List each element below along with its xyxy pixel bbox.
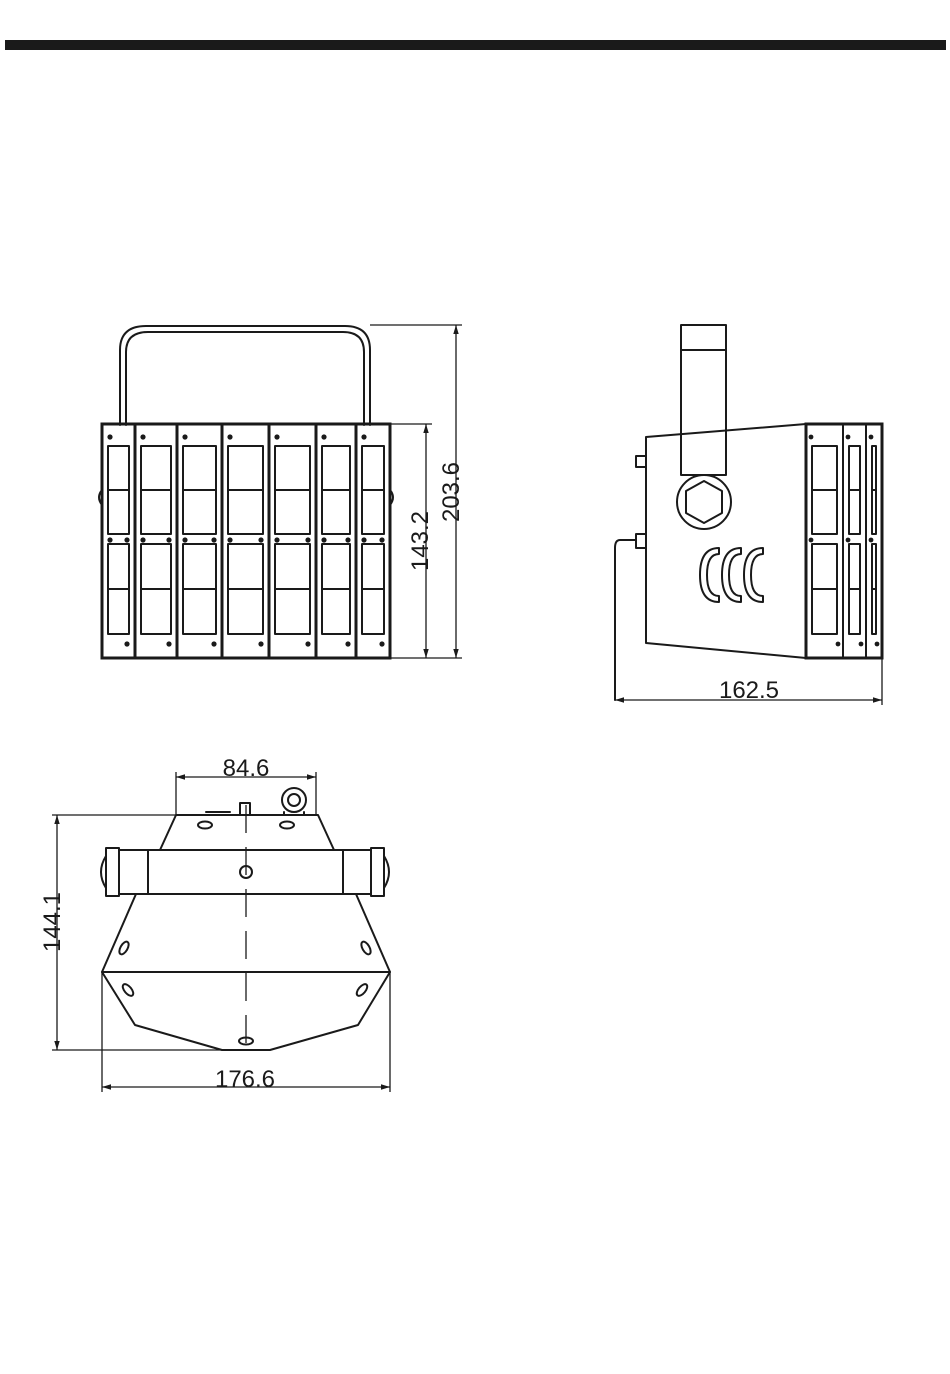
front-screw bbox=[124, 641, 129, 646]
side-rear-connector bbox=[636, 456, 646, 467]
front-screw bbox=[305, 641, 310, 646]
front-screw bbox=[166, 641, 171, 646]
front-screw bbox=[227, 434, 232, 439]
front-view bbox=[99, 326, 393, 658]
side-vents bbox=[700, 548, 763, 602]
front-lens-panels bbox=[107, 424, 390, 658]
bottom-slots bbox=[117, 822, 372, 1045]
front-screw bbox=[361, 537, 366, 542]
front-yoke-inner bbox=[126, 332, 364, 425]
bottom-ring-inner bbox=[288, 794, 300, 806]
front-screw bbox=[211, 537, 216, 542]
side-screw bbox=[809, 435, 814, 440]
side-screw bbox=[809, 538, 814, 543]
front-screw bbox=[321, 537, 326, 542]
side-bracket bbox=[681, 325, 726, 475]
bottom-view bbox=[101, 788, 390, 1050]
front-screw bbox=[321, 434, 326, 439]
side-screw bbox=[875, 642, 880, 647]
front-screw bbox=[379, 537, 384, 542]
front-screw bbox=[211, 641, 216, 646]
side-screw bbox=[836, 642, 841, 647]
dim-label-bracket-width: 84.6 bbox=[223, 755, 270, 782]
front-screw bbox=[124, 537, 129, 542]
front-screw bbox=[182, 537, 187, 542]
front-screw bbox=[258, 537, 263, 542]
dim-label-overall-height: 203.6 bbox=[438, 462, 465, 522]
bottom-crossbar bbox=[119, 850, 371, 894]
front-screw bbox=[379, 641, 384, 646]
front-screw bbox=[107, 434, 112, 439]
bottom-right-knob bbox=[371, 848, 384, 896]
front-screw bbox=[274, 434, 279, 439]
front-screw bbox=[258, 641, 263, 646]
side-screw bbox=[846, 435, 851, 440]
side-screw bbox=[859, 642, 864, 647]
front-screw bbox=[182, 434, 187, 439]
front-screw bbox=[305, 537, 310, 542]
dim-label-bottom-depth: 144.1 bbox=[39, 892, 66, 952]
side-cable bbox=[615, 540, 636, 700]
front-screw bbox=[107, 537, 112, 542]
side-view bbox=[615, 325, 882, 700]
bottom-ring-outer bbox=[282, 788, 306, 812]
side-knob-nut bbox=[686, 481, 722, 523]
side-screw bbox=[869, 538, 874, 543]
front-screw bbox=[140, 537, 145, 542]
dim-label-side-depth: 162.5 bbox=[719, 677, 779, 704]
side-dimensions: 162.5 bbox=[615, 658, 882, 705]
bottom-dimensions: 84.6 144.1 176.6 bbox=[39, 755, 390, 1093]
side-screw bbox=[869, 435, 874, 440]
front-screw bbox=[274, 537, 279, 542]
bottom-top-connector bbox=[240, 803, 250, 815]
front-screw bbox=[166, 537, 171, 542]
front-screw bbox=[345, 537, 350, 542]
bottom-left-knob bbox=[106, 848, 119, 896]
front-screw bbox=[361, 434, 366, 439]
side-rear-connector bbox=[636, 534, 646, 548]
front-screw bbox=[345, 641, 350, 646]
dim-label-body-height: 143.2 bbox=[407, 511, 434, 571]
dim-label-bottom-width: 176.6 bbox=[215, 1066, 275, 1093]
front-screw bbox=[227, 537, 232, 542]
bottom-mount-plate bbox=[160, 815, 334, 850]
front-screw bbox=[140, 434, 145, 439]
side-screw bbox=[846, 538, 851, 543]
front-yoke-outer bbox=[120, 326, 370, 425]
